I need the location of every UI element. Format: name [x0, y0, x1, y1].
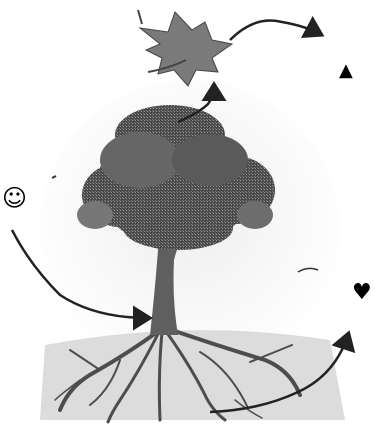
- smiley-icon: ☺: [2, 186, 27, 210]
- leaf-fragment: [138, 10, 142, 24]
- leaf-icon: [140, 12, 232, 86]
- ground: [40, 330, 345, 420]
- heart-icon: ♥: [352, 282, 372, 304]
- triangle-icon: ▲: [339, 62, 353, 80]
- arrow-leaf-to-right: [230, 20, 320, 40]
